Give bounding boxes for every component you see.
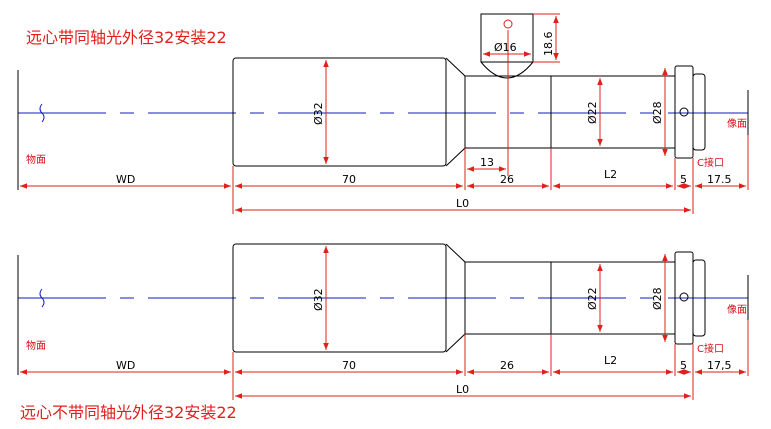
top-len-flange-label: 5: [680, 173, 687, 186]
bottom-c-mount-label: C接口: [697, 342, 724, 355]
top-total-label: L0: [456, 197, 469, 210]
top-len-tube-label: L2: [604, 168, 617, 181]
top-dia-port-label: Ø16: [494, 41, 517, 54]
top-port-offset-label: 13: [480, 156, 494, 169]
top-dia-tube-label: Ø22: [586, 101, 599, 124]
top-light-port-base: [480, 61, 534, 79]
top-main-barrel: [232, 57, 447, 167]
top-c-mount-label: C接口: [697, 156, 724, 169]
bottom-object-plane-label: 物面: [26, 339, 46, 352]
bottom-optical-axis: [18, 288, 748, 308]
top-flange: [674, 65, 694, 159]
top-port-height-label: 18.6: [542, 32, 555, 57]
bottom-len-tube-label: L2: [604, 354, 617, 367]
bottom-dia-flange-label: Ø28: [651, 287, 664, 310]
bottom-wd-label: WD: [116, 359, 135, 372]
bottom-c-mount: [692, 259, 706, 337]
bottom-len-neck-label: 26: [500, 359, 514, 372]
top-object-symbol: [39, 103, 45, 123]
top-lens-body: [232, 13, 706, 167]
bottom-len-back-label: 17,5: [707, 359, 732, 372]
bottom-image-plane-label: 像面: [727, 304, 747, 316]
top-light-port: [480, 13, 534, 63]
bottom-lens-body: [232, 243, 706, 353]
top-screw-hole: [679, 107, 689, 117]
top-title: 远心带同轴光外径32安装22: [26, 28, 227, 47]
top-c-mount: [692, 73, 706, 151]
bottom-screw-hole: [679, 292, 689, 302]
bottom-len-flange-label: 5: [680, 359, 687, 372]
top-len-neck-label: 26: [500, 173, 514, 186]
top-dimensions: [20, 13, 749, 214]
top-len-back-label: 17.5: [707, 173, 732, 186]
bottom-object-symbol: [39, 288, 45, 308]
top-lens-drawing: 远心带同轴光外径32安装22: [17, 13, 749, 214]
top-wd-label: WD: [116, 173, 135, 186]
bottom-dia-tube-label: Ø22: [586, 287, 599, 310]
bottom-title: 远心不带同轴光外径32安装22: [20, 403, 237, 422]
top-object-plane-label: 物面: [26, 153, 46, 166]
top-dia-main-label: Ø32: [312, 102, 325, 125]
bottom-lens-drawing: 物面 像面 C接口 Ø32 Ø22 Ø28 WD 70 26 L2 5 17,5…: [17, 243, 749, 422]
top-optical-axis: [18, 103, 748, 123]
bottom-len-main-label: 70: [342, 359, 356, 372]
bottom-dimensions: [20, 246, 749, 400]
bottom-total-label: L0: [456, 383, 469, 396]
top-taper: [445, 57, 466, 167]
top-len-main-label: 70: [342, 173, 356, 186]
top-port-hole: [503, 19, 513, 29]
top-dia-flange-label: Ø28: [651, 101, 664, 124]
top-image-plane-label: 像面: [727, 118, 747, 130]
bottom-main-barrel: [232, 243, 447, 353]
bottom-dia-main-label: Ø32: [312, 288, 325, 311]
